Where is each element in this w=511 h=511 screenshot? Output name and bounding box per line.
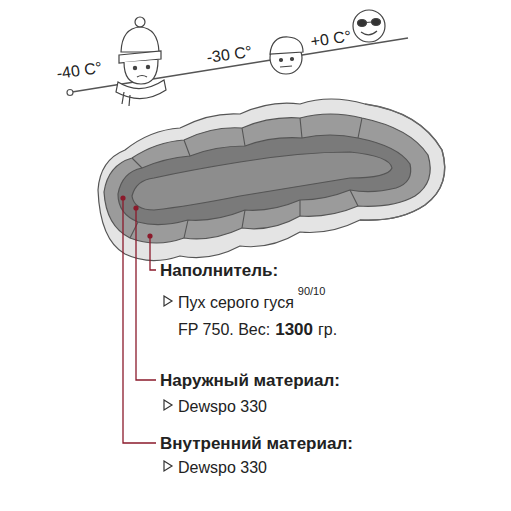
leader-lines [123, 198, 156, 443]
callout-heading: Внутренний материал: [160, 435, 353, 452]
callout-heading: Наполнитель: [160, 262, 278, 279]
leader-dots [120, 195, 152, 238]
scale-end [67, 90, 73, 96]
callout-text: Dewspo 330 [178, 399, 267, 415]
weight-value: 1300 [275, 321, 313, 338]
ratio-value: 90/10 [298, 286, 326, 297]
cold-face [116, 17, 166, 106]
callout-text: Dewspo 330 [178, 460, 267, 476]
sleeping-bag [98, 99, 445, 261]
callout-heading: Наружный материал: [160, 372, 340, 389]
callout-text: Пух серого гуся [178, 295, 294, 311]
callout-text: FP 750. Вес: [178, 322, 270, 338]
temperature-label: -40 C° [56, 60, 103, 82]
temperature-label: -30 C° [206, 44, 253, 66]
cool-face [270, 37, 303, 74]
temperature-label: +0 C° [310, 28, 352, 50]
callout-text: гр. [318, 322, 337, 338]
warm-face [353, 10, 385, 42]
